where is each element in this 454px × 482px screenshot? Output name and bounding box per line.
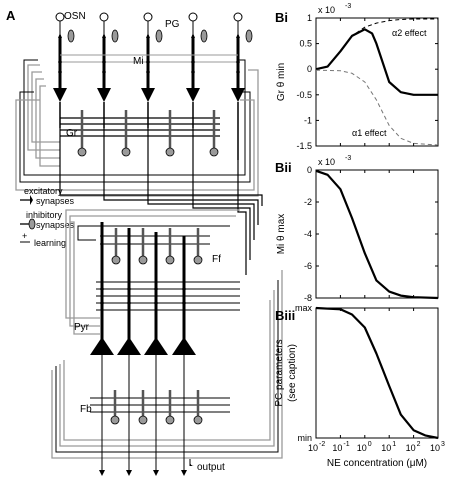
inhibitory-synapse-icon [28, 218, 36, 230]
mitral-lateral-lines [58, 54, 240, 74]
y-tick-label: 0 [307, 64, 312, 74]
legend-excitatory-line2: synapses [36, 196, 75, 206]
legend-inhibitory-line2: synapses [36, 220, 75, 230]
y-tick-label: -6 [304, 261, 312, 271]
panel-biii-label: Biii [275, 308, 295, 323]
legend-inhibitory-line1: inhibitory [26, 210, 63, 220]
biii-axes [315, 307, 439, 439]
bi-multiplier-exp: -3 [345, 3, 351, 10]
y-tick-label: min [297, 433, 312, 443]
bi-multiplier: x 10 [318, 5, 335, 15]
panel-a: A [6, 8, 283, 476]
mitral-column-1 [53, 12, 75, 128]
solid-series-line [315, 306, 439, 440]
bi-axes [315, 17, 439, 147]
bii-ticks: 0 -2 -4 -6 -8 [304, 165, 439, 303]
bulb-feedback-lines [15, 59, 259, 197]
y-tick-label: -2 [304, 197, 312, 207]
gr-label: Gr [66, 128, 78, 139]
biii-ylabel-line1: PC parameters [274, 339, 285, 406]
association-lines [96, 281, 240, 311]
y-tick-label: -1.5 [296, 141, 312, 151]
y-tick-label: 0 [307, 165, 312, 175]
osn-label: OSN [64, 11, 86, 22]
x-tick-exponent: 1 [392, 441, 396, 448]
solid-series-line [315, 28, 438, 96]
mitral-column-3 [141, 12, 163, 128]
solid-series-line [315, 169, 439, 300]
x-axis-label: NE concentration (μM) [327, 458, 427, 469]
output-label: output [197, 462, 225, 473]
x-tick-exponent: 2 [417, 441, 421, 448]
x-tick-exponent: -2 [319, 441, 325, 448]
feedback-layer [90, 390, 230, 425]
x-tick-exponent: 3 [441, 441, 445, 448]
mi-label: Mi [133, 56, 144, 67]
synapse-legend: excitatory synapses inhibitory synapses … [20, 186, 75, 248]
y-tick-label: -4 [304, 229, 312, 239]
panel-a-label: A [6, 8, 16, 23]
legend-excitatory-line1: excitatory [24, 186, 63, 196]
ff-label: Ff [212, 254, 221, 265]
panel-bii: Bii x 10 -3 0 -2 -4 -6 -8 Mi θ max [275, 155, 439, 303]
x-tick-label: 10 [406, 443, 416, 453]
mitral-output-lines [59, 128, 263, 275]
y-tick-label: 0.5 [299, 39, 312, 49]
cortex-feedback-lines [51, 209, 283, 459]
bii-axes [315, 169, 439, 299]
y-tick-label: -1 [304, 115, 312, 125]
x-tick-label: 10 [430, 443, 440, 453]
pyr-label: Pyr [74, 322, 90, 333]
bi-ylabel: Gr θ min [276, 63, 287, 101]
panel-bi-label: Bi [275, 10, 288, 25]
bii-ylabel: Mi θ max [276, 214, 287, 255]
dashed-series-line [315, 69, 439, 146]
pyramidal-column-1 [90, 222, 114, 476]
legend-learning-sign: + [22, 231, 27, 241]
y-tick-label: 1 [307, 13, 312, 23]
x-tick-exponent: 0 [368, 441, 372, 448]
mitral-column-4 [186, 12, 208, 128]
fb-label: Fb [80, 404, 92, 415]
granule-layer [60, 110, 220, 157]
dashed-series-line [315, 18, 438, 70]
mitral-column-2 [97, 12, 119, 128]
mitral-column-5 [231, 12, 253, 160]
output-marker [189, 459, 194, 466]
bii-series [315, 169, 439, 300]
y-tick-label: max [295, 303, 313, 313]
bii-multiplier-exp: -3 [345, 155, 351, 162]
x-tick-label: 10 [357, 443, 367, 453]
excitatory-synapse-icon [30, 195, 33, 205]
y-tick-label: -8 [304, 293, 312, 303]
bi-series [315, 18, 439, 146]
pyramidal-column-2 [117, 228, 141, 476]
pg-label: PG [165, 19, 180, 30]
x-tick-label: 10 [332, 443, 342, 453]
biii-ylabel-line2: (see caption) [287, 344, 298, 402]
panel-b: Bi x 10 -3 1 0.5 0 -0.5 -1 -1.5 Gr θ min α2 e… [274, 3, 445, 469]
legend-learning: learning [34, 238, 66, 248]
x-tick-label: 10 [381, 443, 391, 453]
x-tick-exponent: -1 [343, 441, 349, 448]
panel-bii-label: Bii [275, 160, 292, 175]
bi-annotation-alpha2: α2 effect [392, 28, 427, 38]
x-tick-label: 10 [308, 443, 318, 453]
panel-bi: Bi x 10 -3 1 0.5 0 -0.5 -1 -1.5 Gr θ min α2 e… [275, 3, 439, 151]
bii-multiplier: x 10 [318, 157, 335, 167]
biii-series [315, 306, 439, 440]
bi-annotation-alpha1: α1 effect [352, 128, 387, 138]
y-tick-label: -0.5 [296, 90, 312, 100]
feedforward-layer [100, 228, 210, 265]
